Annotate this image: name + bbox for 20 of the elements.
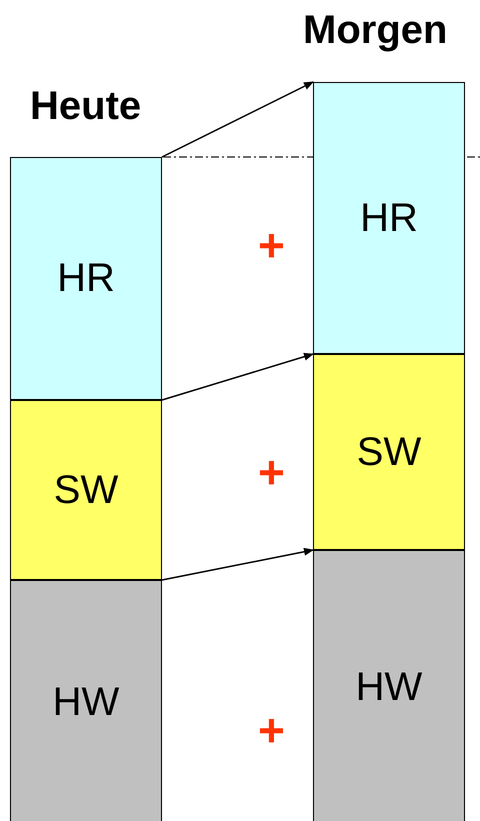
segment-label: HW (356, 665, 422, 710)
segment-label: HR (57, 256, 115, 301)
arrow (162, 548, 314, 581)
plus-sign: + (258, 218, 285, 272)
bar-segment (10, 400, 162, 580)
segment-label: HR (360, 196, 418, 240)
bar-segment (313, 550, 465, 821)
segment-label: HW (52, 680, 120, 725)
plus-sign: + (258, 703, 285, 757)
segment-label: SW (54, 468, 118, 512)
column-heading: Heute (30, 84, 142, 129)
arrow (162, 352, 314, 401)
plus-sign: + (258, 445, 285, 499)
arrow (162, 81, 314, 158)
column-heading: Morgen (303, 8, 448, 53)
segment-label: SW (356, 430, 422, 474)
bar-segment (10, 580, 162, 821)
bar-segment (313, 354, 465, 550)
bar-segment (313, 82, 465, 354)
bar-segment (10, 157, 162, 400)
